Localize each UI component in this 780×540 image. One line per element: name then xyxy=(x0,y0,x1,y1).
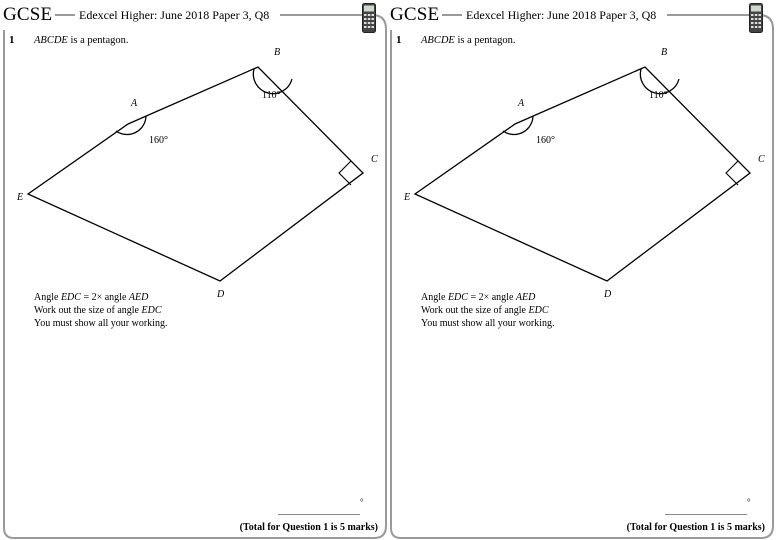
vertex-label-b: B xyxy=(274,47,280,58)
vertex-label-b: B xyxy=(661,47,667,58)
gcse-brand: GCSE xyxy=(390,4,440,25)
answer-unit: ° xyxy=(360,497,364,507)
angle-arc-a xyxy=(115,115,147,136)
question-instructions: Angle EDC = 2× angle AED Work out the si… xyxy=(34,291,167,330)
total-marks: (Total for Question 1 is 5 marks) xyxy=(626,522,765,533)
pentagon-shape xyxy=(26,66,364,282)
vertex-label-d: D xyxy=(603,289,612,300)
question-instructions: Angle EDC = 2× angle AED Work out the si… xyxy=(421,291,554,330)
instruction-line-2: Work out the size of angle EDC xyxy=(34,305,162,316)
angle-label-a: 160° xyxy=(149,135,168,146)
vertex-label-d: D xyxy=(216,289,225,300)
stem-italic: ABCDE xyxy=(421,35,455,46)
angle-arc-b xyxy=(639,68,680,95)
vertex-label-e: E xyxy=(16,192,23,203)
instruction-line-1: Angle EDC = 2× angle AED xyxy=(34,292,149,303)
answer-unit: ° xyxy=(747,497,751,507)
angle-arc-a xyxy=(502,115,534,136)
question-stem: ABCDE is a pentagon. xyxy=(421,35,515,46)
paper-subtitle: Edexcel Higher: June 2018 Paper 3, Q8 xyxy=(79,8,270,22)
calculator-icon xyxy=(749,3,763,33)
instruction-line-3: You must show all your working. xyxy=(421,318,555,329)
stem-rest: is a pentagon. xyxy=(67,35,129,46)
panel-frame xyxy=(3,14,387,539)
instruction-line-2: Work out the size of angle EDC xyxy=(421,305,549,316)
paper-subtitle: Edexcel Higher: June 2018 Paper 3, Q8 xyxy=(466,8,657,22)
angle-label-b: 110° xyxy=(262,90,281,101)
total-marks: (Total for Question 1 is 5 marks) xyxy=(239,522,378,533)
vertex-label-e: E xyxy=(403,192,410,203)
instruction-line-1: Angle EDC = 2× angle AED xyxy=(421,292,536,303)
stem-rest: is a pentagon. xyxy=(454,35,516,46)
stem-italic: ABCDE xyxy=(34,35,68,46)
panel-frame xyxy=(390,14,774,539)
question-number: 1 xyxy=(396,34,402,46)
vertex-label-c: C xyxy=(371,154,378,165)
question-stem: ABCDE is a pentagon. xyxy=(34,35,128,46)
right-angle-marker-c xyxy=(725,160,739,186)
question-number: 1 xyxy=(9,34,15,46)
gcse-brand: GCSE xyxy=(3,4,53,25)
worksheet-panel-left: GCSE Edexcel Higher: June 2018 Paper 3, … xyxy=(3,3,387,539)
angle-label-b: 110° xyxy=(649,90,668,101)
vertex-label-c: C xyxy=(758,154,765,165)
vertex-label-a: A xyxy=(130,98,138,109)
pentagon-diagram: B A C E D 110° 160° xyxy=(16,47,378,300)
pentagon-shape xyxy=(413,66,751,282)
calculator-icon xyxy=(362,3,376,33)
angle-arc-b xyxy=(252,68,293,95)
worksheet-panel-right: GCSE Edexcel Higher: June 2018 Paper 3, … xyxy=(387,0,777,540)
instruction-line-3: You must show all your working. xyxy=(34,318,168,329)
right-angle-marker-c xyxy=(338,160,352,186)
answer-line[interactable] xyxy=(665,514,747,515)
vertex-label-a: A xyxy=(517,98,525,109)
angle-label-a: 160° xyxy=(536,135,555,146)
answer-line[interactable] xyxy=(278,514,360,515)
pentagon-diagram: B A C E D 110° 160° xyxy=(403,47,765,300)
